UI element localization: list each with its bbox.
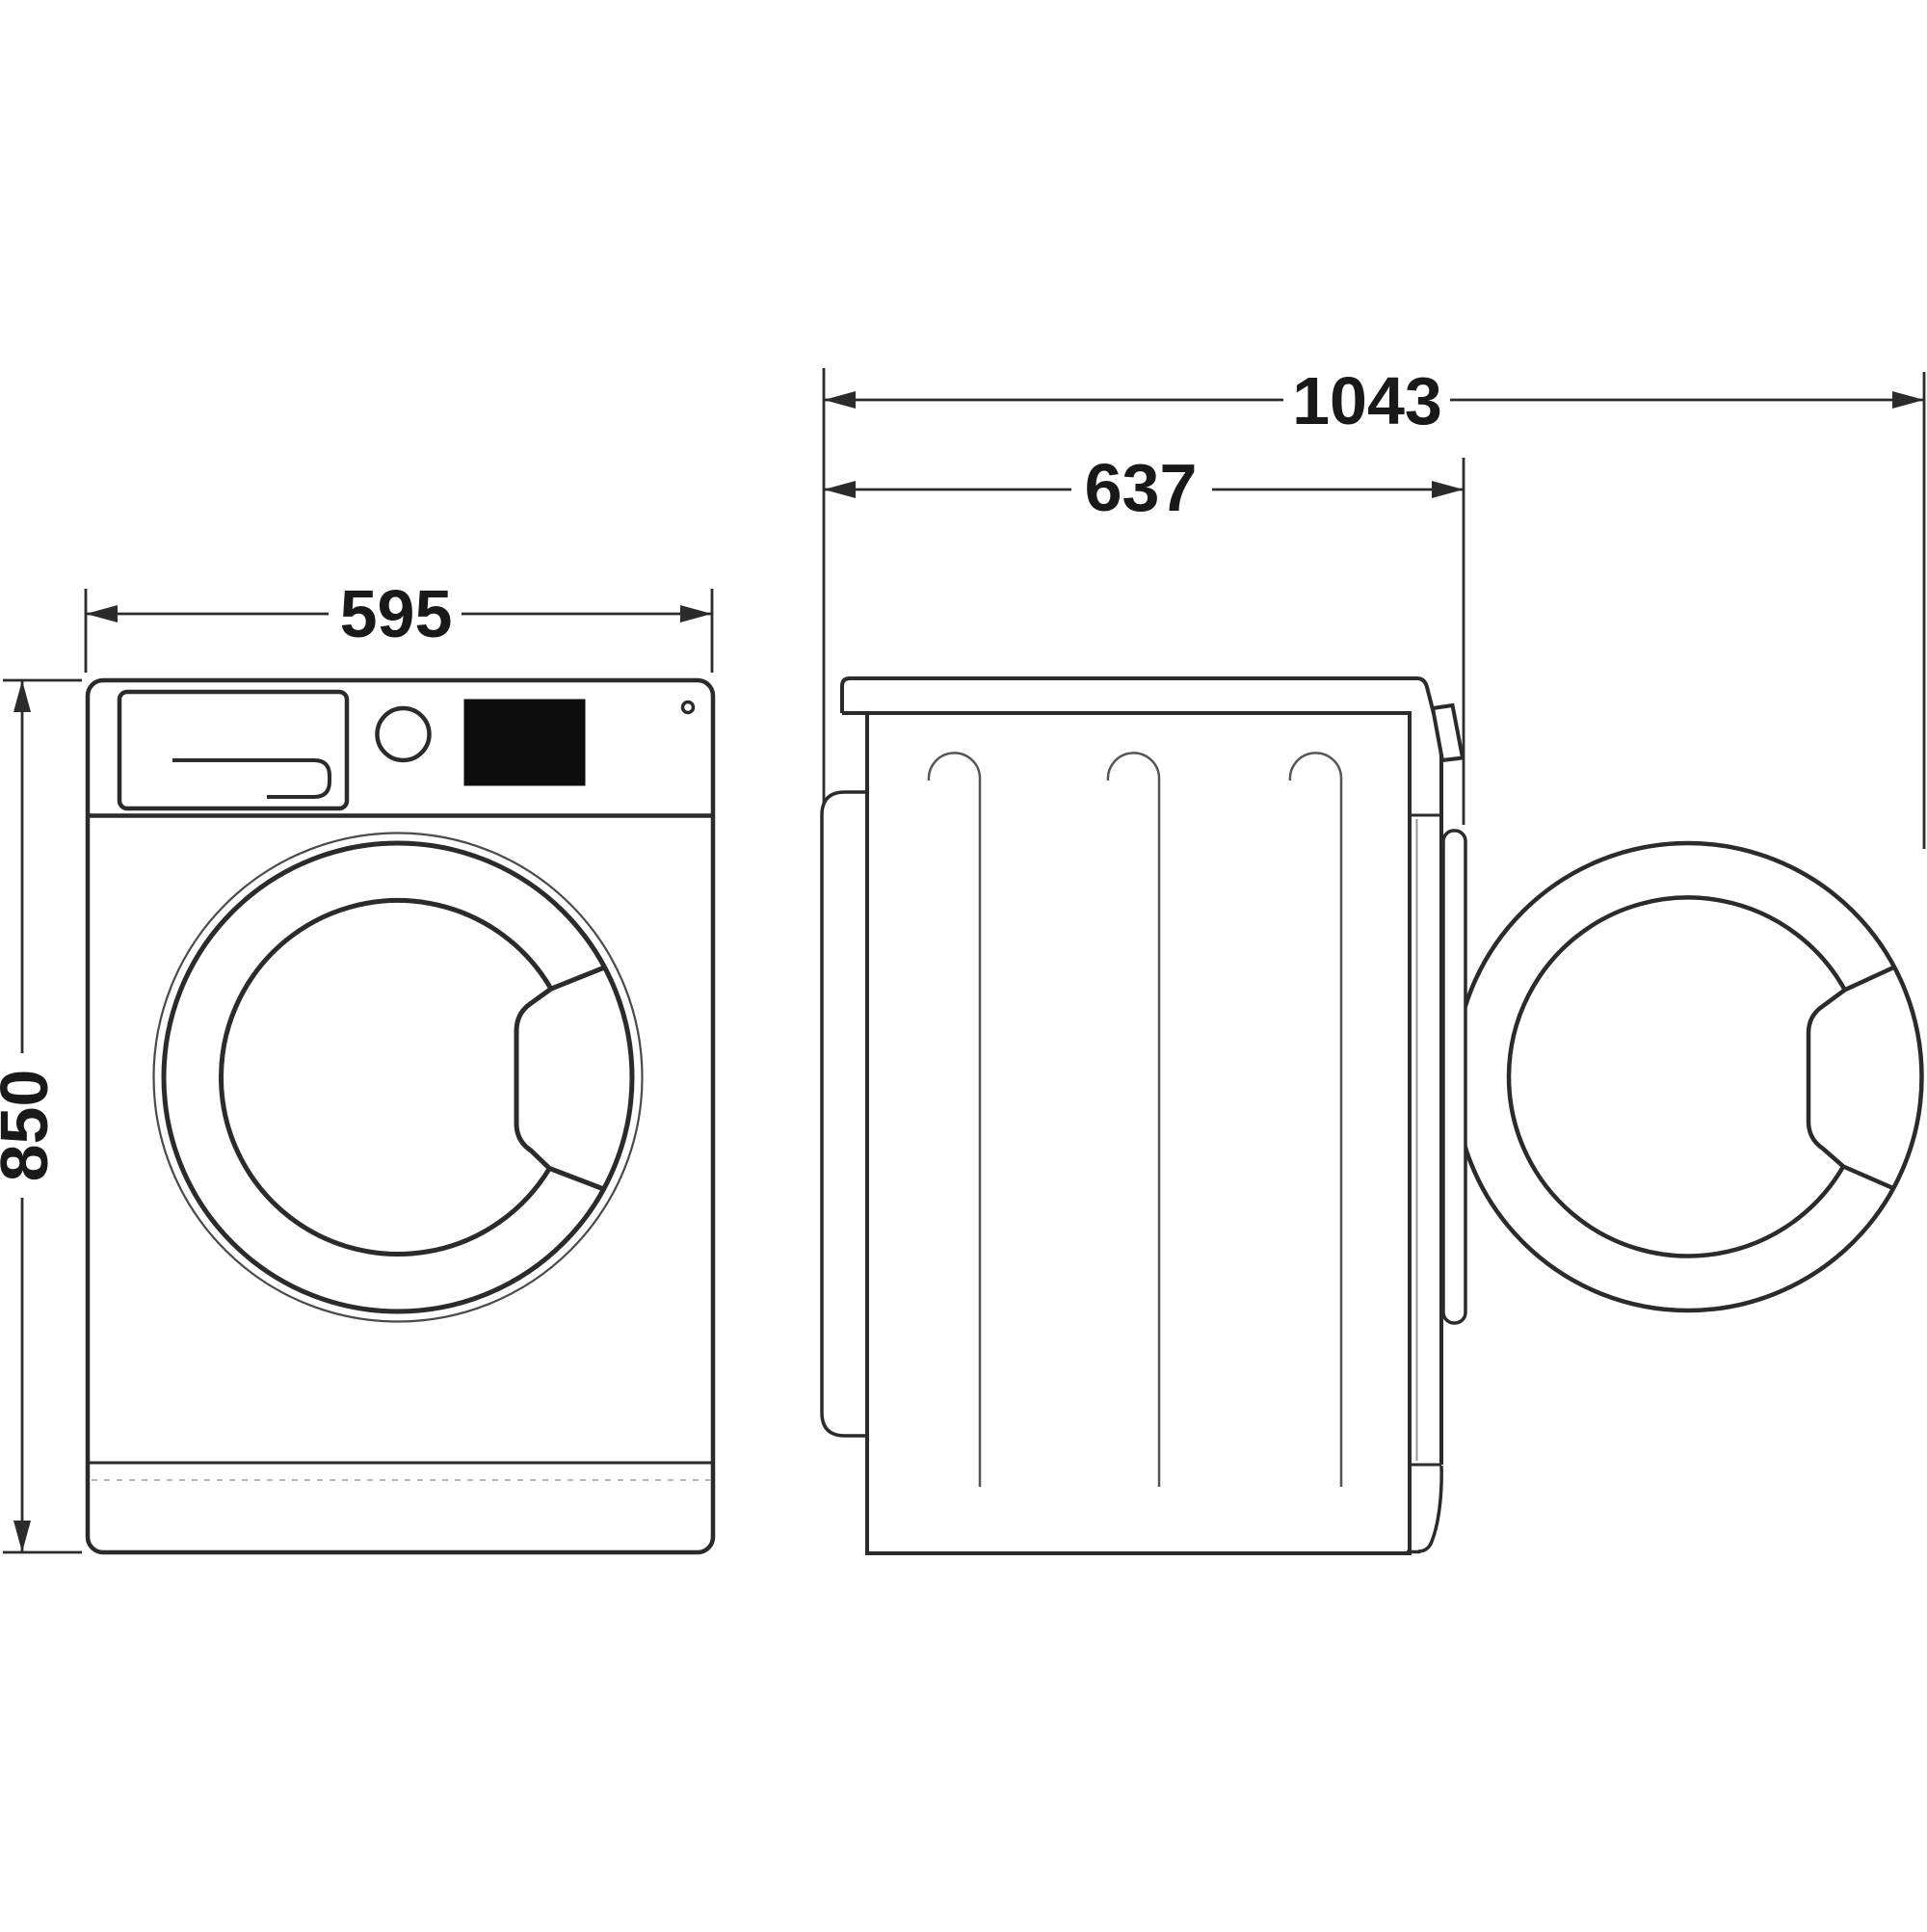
svg-text:637: 637 — [1085, 450, 1198, 525]
svg-text:1043: 1043 — [1292, 363, 1442, 438]
svg-text:595: 595 — [340, 576, 453, 651]
svg-text:850: 850 — [0, 1070, 62, 1182]
